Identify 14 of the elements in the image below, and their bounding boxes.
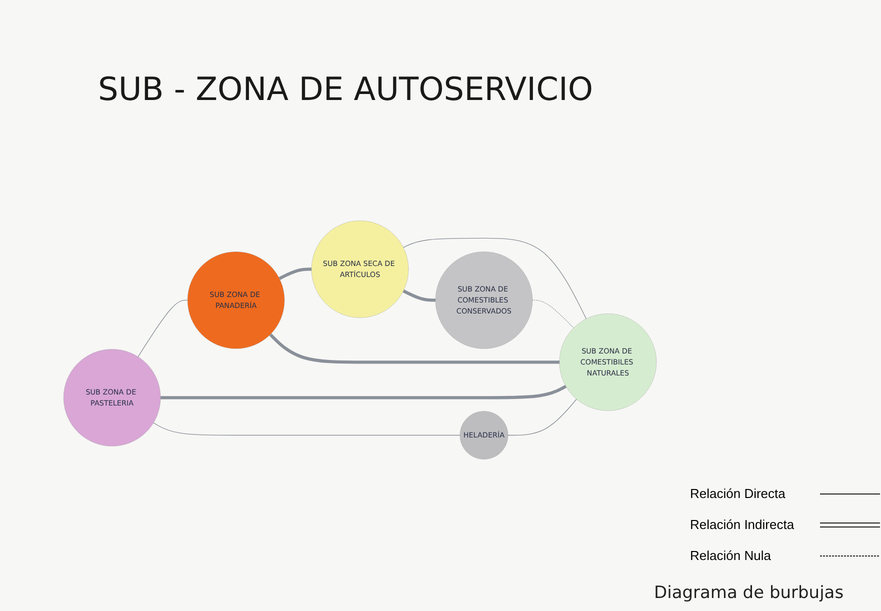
connector	[138, 300, 188, 358]
connector	[278, 268, 312, 280]
connector	[403, 238, 587, 320]
legend-label: Relación Directa	[690, 486, 786, 501]
caption: Diagrama de burbujas	[654, 583, 844, 603]
connector	[508, 398, 577, 436]
connector	[269, 333, 560, 364]
connector	[402, 289, 436, 302]
legend-label: Relación Nula	[690, 548, 772, 563]
title: SUB - ZONA DE AUTOSERVICIO	[98, 70, 594, 108]
legend-label: Relación Indirecta	[690, 517, 796, 532]
connector	[160, 384, 567, 400]
connector	[153, 422, 460, 436]
connector	[532, 300, 574, 328]
